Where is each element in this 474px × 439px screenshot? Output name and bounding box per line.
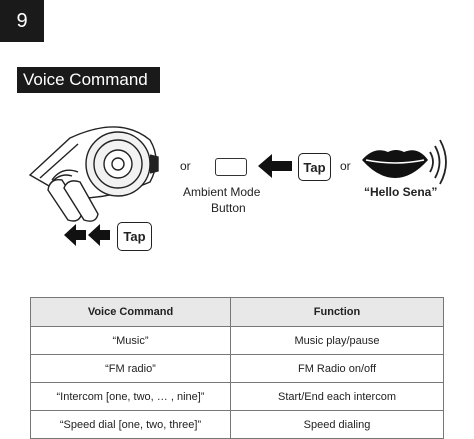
- table-row: “Speed dial [one, two, three]” Speed dia…: [30, 410, 444, 439]
- double-arrow-left-icon: [64, 224, 110, 246]
- ambient-label-line2: Button: [211, 201, 246, 215]
- function-cell: Music play/pause: [230, 326, 444, 355]
- lips-icon: [362, 150, 428, 178]
- function-cell: Start/End each intercom: [230, 382, 444, 411]
- tap-label-bottom: Tap: [117, 222, 152, 251]
- command-cell: “FM radio”: [30, 354, 231, 383]
- voice-command-illustration: [28, 126, 447, 246]
- table-row: “Intercom [one, two, … , nine]” Start/En…: [30, 382, 444, 411]
- command-cell: “Speed dial [one, two, three]”: [30, 410, 231, 439]
- table-header-row: Voice Command Function: [30, 297, 444, 327]
- section-title: Voice Command: [17, 67, 160, 93]
- sound-waves-icon: [429, 139, 447, 185]
- header-voice-command: Voice Command: [30, 297, 231, 327]
- fingers-icon: [47, 169, 99, 222]
- page-number-badge: 9: [0, 0, 44, 42]
- arrow-left-icon: [258, 154, 292, 178]
- header-function: Function: [230, 297, 444, 327]
- table-row: “FM radio” FM Radio on/off: [30, 354, 444, 383]
- voice-command-table: Voice Command Function “Music” Music pla…: [30, 297, 444, 439]
- tap-text-top: Tap: [303, 159, 326, 175]
- tap-text-bottom: Tap: [123, 229, 146, 244]
- command-cell: “Music”: [30, 326, 231, 355]
- function-cell: FM Radio on/off: [230, 354, 444, 383]
- page-number: 9: [16, 9, 28, 32]
- or-label-right: or: [340, 159, 351, 173]
- command-cell: “Intercom [one, two, … , nine]”: [30, 382, 231, 411]
- hello-sena-label: “Hello Sena”: [364, 185, 438, 199]
- table-row: “Music” Music play/pause: [30, 326, 444, 355]
- ambient-label-line1: Ambient Mode: [183, 185, 261, 199]
- ambient-mode-button-icon: [215, 158, 247, 176]
- or-label-left: or: [180, 159, 191, 173]
- function-cell: Speed dialing: [230, 410, 444, 439]
- tap-label-top: Tap: [298, 153, 331, 181]
